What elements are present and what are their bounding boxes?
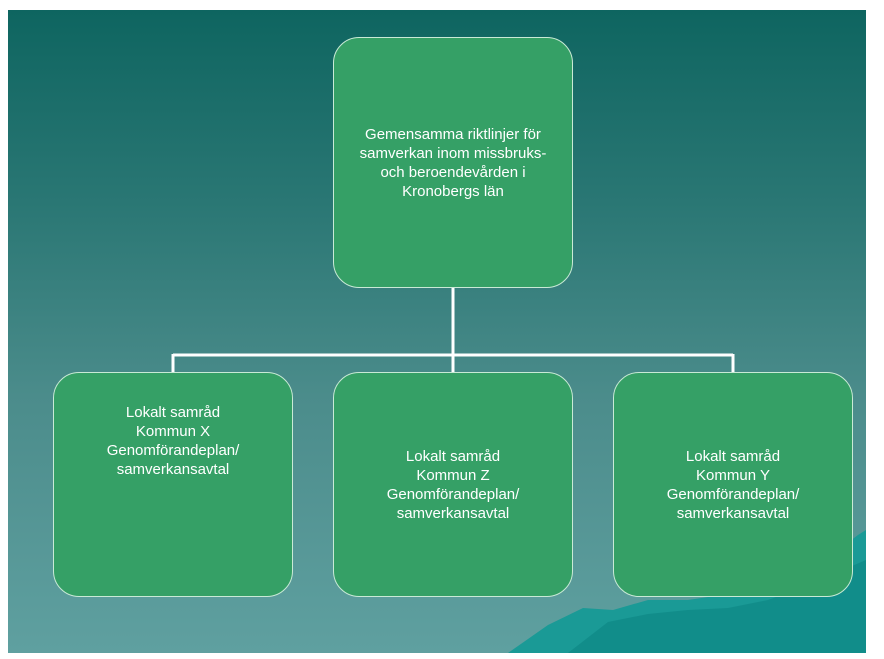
child-node-kommun-y: Lokalt samråd Kommun Y Genomförandeplan/… [613,372,853,597]
child-y-line-4: samverkansavtal [676,504,790,522]
child-x-line-2: Kommun X [135,423,211,440]
child-node-kommun-x: Lokalt samråd Kommun X Genomförandeplan/… [53,372,293,597]
top-node-line-1: Gemensamma riktlinjer för [365,125,541,143]
child-z-line-1: Lokalt samråd [405,447,501,465]
child-y-line-2: Kommun Y [696,466,770,484]
child-z-line-3: Genomförandeplan/ [386,485,520,503]
child-x-line-4: samverkansavtal [116,461,230,478]
mountain-decoration [508,530,866,653]
child-y-line-1: Lokalt samråd [685,447,781,465]
child-z-line-2: Kommun Z [416,466,490,484]
connector-lines [171,288,735,372]
slide-canvas: Gemensamma riktlinjer för samverkan inom… [8,10,866,653]
top-node-line-3: och beroendevården i [380,163,526,181]
child-y-line-3: Genomförandeplan/ [666,485,800,503]
child-z-line-4: samverkansavtal [396,504,510,522]
child-node-kommun-z: Lokalt samråd Kommun Z Genomförandeplan/… [333,372,573,597]
child-x-line-3: Genomförandeplan/ [106,442,240,459]
top-node-line-2: samverkan inom missbruks- [359,144,547,162]
top-node-box: Gemensamma riktlinjer för samverkan inom… [333,37,573,288]
top-node-line-4: Kronobergs län [402,182,504,200]
child-x-line-1: Lokalt samråd [125,404,221,421]
